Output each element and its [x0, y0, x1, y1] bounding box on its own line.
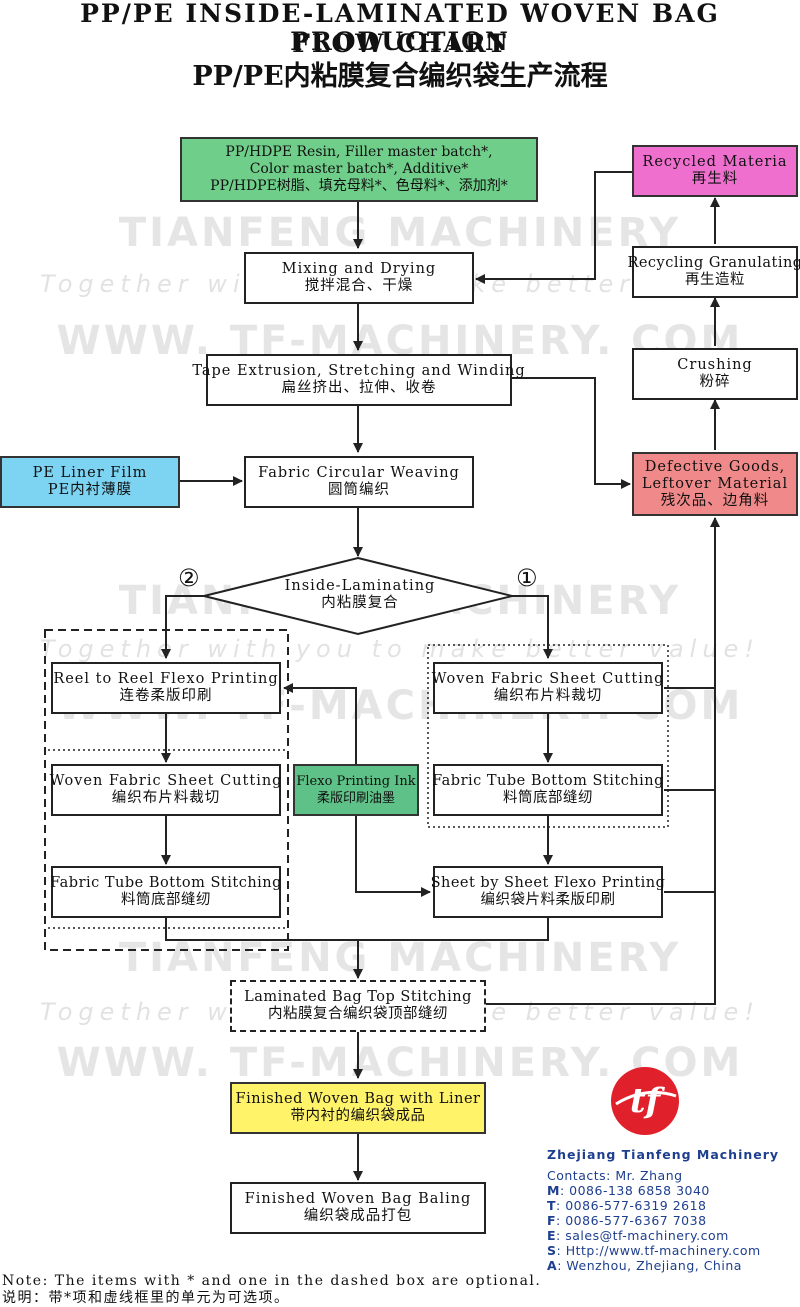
node-mixing-drying-en: Mixing and Drying	[281, 261, 437, 277]
node-recycled-material-en: Recycled Materia	[642, 154, 788, 170]
node-recycled-material: Recycled Materia 再生料	[632, 145, 798, 197]
node-circular-weaving-zh: 圆筒编织	[328, 482, 390, 498]
title-line-1: PP/PE INSIDE-LAMINATED WOVEN BAG PRODUCT…	[80, 0, 720, 56]
node-bottom-stitching-right-zh: 料筒底部缝纫	[503, 790, 593, 806]
contact-email-key: E	[547, 1228, 557, 1243]
node-bottom-stitching-right: Fabric Tube Bottom Stitching 料筒底部缝纫	[432, 764, 664, 816]
node-inside-laminating: Inside-Laminating 内粘膜复合	[260, 578, 460, 612]
node-recycling-granulating-zh: 再生造粒	[685, 272, 745, 288]
contact-fax-key: F	[547, 1213, 557, 1228]
contact-mobile-value: : 0086-138 6858 3040	[559, 1183, 710, 1198]
node-sheet-cutting-right-zh: 编织布片料裁切	[493, 688, 603, 704]
node-defective-goods-en1: Defective Goods,	[644, 458, 786, 475]
contact-address-key: A	[547, 1258, 558, 1273]
node-tape-extrusion-zh: 扁丝挤出、拉伸、收卷	[281, 380, 437, 396]
node-sheet-flexo-printing-zh: 编织袋片料柔版印刷	[480, 892, 616, 908]
contact-mobile: M: 0086-138 6858 3040	[547, 1183, 710, 1198]
node-raw-materials: PP/HDPE Resin, Filler master batch*, Col…	[180, 137, 538, 202]
node-crushing-en: Crushing	[677, 357, 753, 373]
node-sheet-cutting-right-en: Woven Fabric Sheet Cutting	[431, 671, 665, 687]
node-bottom-stitching-left: Fabric Tube Bottom Stitching 料筒底部缝纫	[50, 866, 282, 918]
note-english: Note: The items with * and one in the da…	[2, 1273, 542, 1289]
node-baling-zh: 编织袋成品打包	[303, 1208, 413, 1224]
node-reel-flexo-printing-en: Reel to Reel Flexo Printing	[53, 671, 279, 687]
branch-label-1: ①	[516, 564, 538, 592]
node-pe-liner-film-zh: PE内衬薄膜	[47, 482, 133, 498]
node-mixing-drying-zh: 搅拌混合、干燥	[304, 278, 414, 294]
contact-site-key: S	[547, 1243, 557, 1258]
contact-address: A: Wenzhou, Zhejiang, China	[547, 1258, 742, 1273]
node-top-stitching-en: Laminated Bag Top Stitching	[244, 989, 472, 1005]
watermark-brand: TIANFENG MACHINERY	[118, 935, 682, 981]
node-defective-goods-zh: 残次品、边角料	[660, 492, 770, 509]
contact-mobile-key: M	[547, 1183, 560, 1198]
node-inside-laminating-en: Inside-Laminating	[284, 578, 436, 594]
contact-tel-key: T	[547, 1198, 557, 1213]
node-crushing-zh: 粉碎	[699, 374, 731, 390]
node-raw-materials-line3: PP/HDPE树脂、填充母料*、色母料*、添加剂*	[210, 178, 508, 194]
node-sheet-flexo-printing-en: Sheet by Sheet Flexo Printing	[430, 875, 666, 891]
title-chinese: PP/PE内粘膜复合编织袋生产流程	[192, 61, 608, 92]
node-sheet-cutting-left: Woven Fabric Sheet Cutting 编织布片料裁切	[49, 764, 283, 816]
contact-fax: F: 0086-577-6367 7038	[547, 1213, 707, 1228]
node-finished-bag: Finished Woven Bag with Liner 带内衬的编织袋成品	[230, 1082, 486, 1134]
node-bottom-stitching-right-en: Fabric Tube Bottom Stitching	[432, 773, 664, 789]
watermark-brand: TIANFENG MACHINERY	[118, 210, 682, 256]
contact-fax-value: : 0086-577-6367 7038	[556, 1213, 707, 1228]
company-name: Zhejiang Tianfeng Machinery	[547, 1147, 780, 1162]
node-defective-goods-en2: Leftover Material	[641, 475, 789, 492]
node-recycling-granulating-en: Recycling Granulating	[627, 255, 800, 271]
node-tape-extrusion-en: Tape Extrusion, Stretching and Winding	[192, 363, 526, 379]
contact-email: E: sales@tf-machinery.com	[547, 1228, 729, 1243]
node-baling-en: Finished Woven Bag Baling	[244, 1191, 472, 1207]
node-flexo-ink-zh: 柔版印刷油墨	[316, 791, 395, 806]
branch-label-2: ②	[178, 564, 200, 592]
node-finished-bag-zh: 带内衬的编织袋成品	[290, 1108, 426, 1124]
node-reel-flexo-printing-zh: 连卷柔版印刷	[119, 688, 213, 704]
node-top-stitching: Laminated Bag Top Stitching 内粘膜复合编织袋顶部缝纫	[230, 980, 486, 1032]
contact-email-value[interactable]: : sales@tf-machinery.com	[556, 1228, 729, 1243]
node-recycled-material-zh: 再生料	[691, 171, 739, 187]
node-crushing: Crushing 粉碎	[632, 348, 798, 400]
node-circular-weaving-en: Fabric Circular Weaving	[258, 465, 460, 481]
title-line-2: FLOW CHART	[292, 29, 508, 58]
node-recycling-granulating: Recycling Granulating 再生造粒	[627, 246, 800, 298]
node-defective-goods: Defective Goods, Leftover Material 残次品、边…	[632, 452, 798, 516]
node-mixing-drying: Mixing and Drying 搅拌混合、干燥	[244, 252, 474, 304]
node-top-stitching-zh: 内粘膜复合编织袋顶部缝纫	[268, 1006, 448, 1022]
tianfeng-logo: tf	[611, 1067, 679, 1135]
node-bottom-stitching-left-en: Fabric Tube Bottom Stitching	[50, 875, 282, 891]
logo-text: tf	[630, 1081, 666, 1121]
node-raw-materials-line1: PP/HDPE Resin, Filler master batch*,	[225, 144, 493, 160]
node-bottom-stitching-left-zh: 料筒底部缝纫	[121, 892, 211, 908]
node-finished-bag-en: Finished Woven Bag with Liner	[235, 1091, 481, 1107]
node-pe-liner-film-en: PE Liner Film	[32, 465, 148, 481]
note-chinese: 说明：带*项和虚线框里的单元为可选项。	[2, 1290, 290, 1306]
node-sheet-cutting-left-en: Woven Fabric Sheet Cutting	[49, 773, 283, 789]
node-sheet-cutting-right: Woven Fabric Sheet Cutting 编织布片料裁切	[431, 662, 665, 714]
node-sheet-cutting-left-zh: 编织布片料裁切	[111, 790, 221, 806]
contact-site-value[interactable]: : Http://www.tf-machinery.com	[556, 1243, 761, 1258]
contact-tel-value: : 0086-577-6319 2618	[556, 1198, 707, 1213]
node-sheet-flexo-printing: Sheet by Sheet Flexo Printing 编织袋片料柔版印刷	[430, 866, 666, 918]
node-circular-weaving: Fabric Circular Weaving 圆筒编织	[244, 456, 474, 508]
contact-site: S: Http://www.tf-machinery.com	[547, 1243, 761, 1258]
node-reel-flexo-printing: Reel to Reel Flexo Printing 连卷柔版印刷	[51, 662, 281, 714]
node-tape-extrusion: Tape Extrusion, Stretching and Winding 扁…	[192, 354, 525, 406]
node-inside-laminating-zh: 内粘膜复合	[321, 595, 399, 611]
contact-person: Contacts: Mr. Zhang	[547, 1168, 683, 1183]
node-flexo-ink-en: Flexo Printing Ink	[296, 774, 416, 789]
node-flexo-ink: Flexo Printing Ink 柔版印刷油墨	[293, 764, 419, 816]
contact-tel: T: 0086-577-6319 2618	[547, 1198, 707, 1213]
node-baling: Finished Woven Bag Baling 编织袋成品打包	[230, 1182, 486, 1234]
node-raw-materials-line2: Color master batch*, Additive*	[249, 161, 469, 177]
node-pe-liner-film: PE Liner Film PE内衬薄膜	[0, 456, 180, 508]
contact-address-value: : Wenzhou, Zhejiang, China	[557, 1258, 742, 1273]
watermark-slogan: Together with you to make better value!	[40, 635, 760, 663]
